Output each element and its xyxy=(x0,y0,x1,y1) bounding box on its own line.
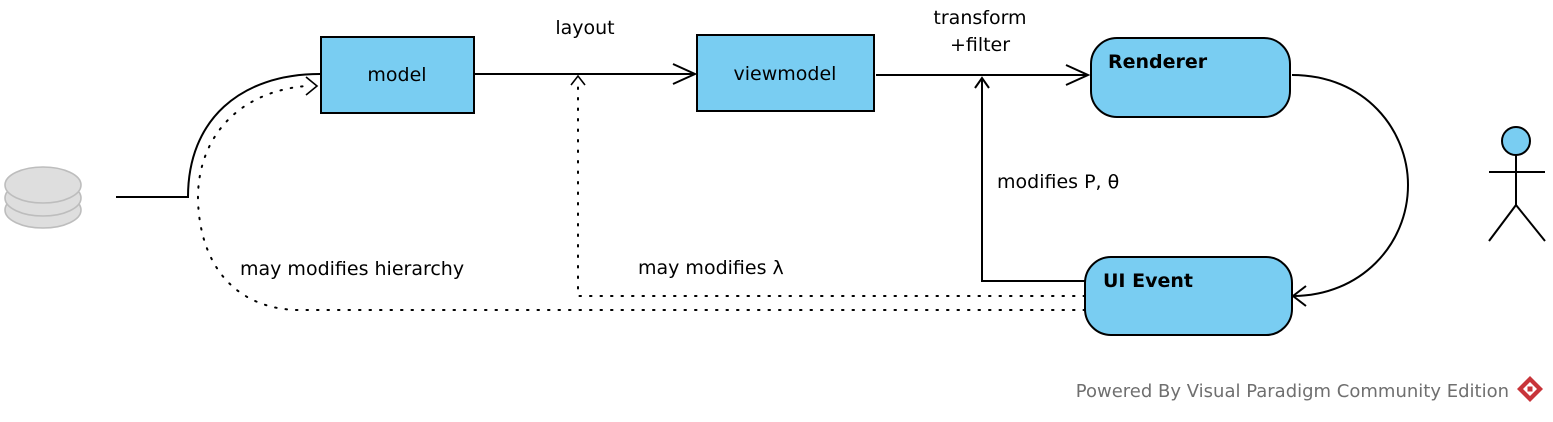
layout-arrow xyxy=(475,63,698,85)
visual-paradigm-logo-icon xyxy=(1517,376,1543,402)
may-modifies-hierarchy-label: may modifies hierarchy xyxy=(240,258,464,280)
renderer-label: Renderer xyxy=(1108,51,1208,73)
ui-event-node[interactable]: UI Event xyxy=(1084,256,1293,336)
modifies-p-theta-label: modifies P, θ xyxy=(997,171,1119,193)
actor-icon xyxy=(1488,126,1546,242)
filter-edge-label: +filter xyxy=(950,34,1010,56)
viewmodel-label: viewmodel xyxy=(734,63,837,85)
renderer-to-ui-event-arrow xyxy=(1291,74,1410,307)
layout-edge-label: layout xyxy=(555,17,614,39)
database-icon xyxy=(4,166,82,229)
powered-by-text: Powered By Visual Paradigm Community Edi… xyxy=(1076,381,1509,402)
ui-event-label: UI Event xyxy=(1103,270,1193,292)
transform-edge-label: transform xyxy=(933,7,1026,29)
modifies-p-theta-arrow xyxy=(974,76,1085,282)
model-label: model xyxy=(367,64,426,86)
source-to-model-connector xyxy=(116,73,321,198)
transform-filter-arrow xyxy=(876,64,1091,86)
viewmodel-node[interactable]: viewmodel xyxy=(696,34,875,112)
may-modifies-hierarchy-arrow xyxy=(196,76,1086,311)
may-modifies-lambda-label: may modifies λ xyxy=(638,257,784,279)
may-modifies-lambda-arrow xyxy=(570,74,1086,297)
renderer-node[interactable]: Renderer xyxy=(1090,37,1291,118)
model-node[interactable]: model xyxy=(320,36,475,114)
